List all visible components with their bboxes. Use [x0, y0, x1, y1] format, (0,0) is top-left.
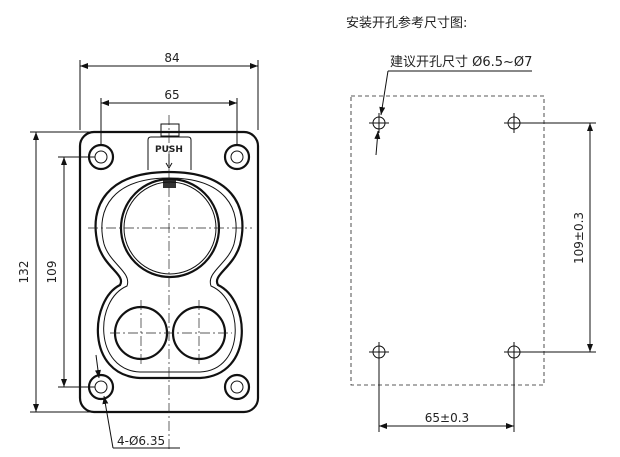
cutout-holes: [369, 113, 524, 362]
svg-text:84: 84: [164, 51, 179, 65]
latch: [163, 178, 176, 188]
cutout-title: 安装开孔参考尺寸图:: [346, 15, 467, 31]
svg-text:4-Ø6.35: 4-Ø6.35: [117, 434, 165, 448]
svg-text:65±0.3: 65±0.3: [425, 411, 469, 425]
hole-callout: 4-Ø6.35: [94, 354, 180, 449]
push-tab: [160, 123, 180, 137]
svg-text:109: 109: [45, 261, 59, 284]
front-view: PUSH 84 65 132: [17, 51, 260, 452]
dimension-width: 84: [79, 51, 259, 130]
panel-outline: [350, 95, 545, 386]
svg-text:建议开孔尺寸 Ø6.5~Ø7: 建议开孔尺寸 Ø6.5~Ø7: [390, 55, 532, 70]
cutout-view: 安装开孔参考尺寸图: 建议开孔尺寸 Ø6.5~Ø7 109±0.3 65±0.3: [346, 15, 596, 432]
socket-outline: [94, 170, 244, 380]
cutout-dimension-y: 109±0.3: [520, 122, 596, 353]
dimension-hole-spacing-y: 109: [45, 156, 95, 388]
dimension-height: 132: [17, 131, 90, 413]
cutout-dimension-x: 65±0.3: [378, 360, 515, 432]
hole-note: 建议开孔尺寸 Ø6.5~Ø7: [374, 55, 532, 156]
svg-text:132: 132: [17, 261, 31, 284]
dimension-hole-spacing-x: 65: [100, 88, 238, 145]
svg-text:109±0.3: 109±0.3: [572, 212, 586, 264]
push-label: PUSH: [155, 145, 183, 155]
svg-text:65: 65: [164, 88, 179, 102]
